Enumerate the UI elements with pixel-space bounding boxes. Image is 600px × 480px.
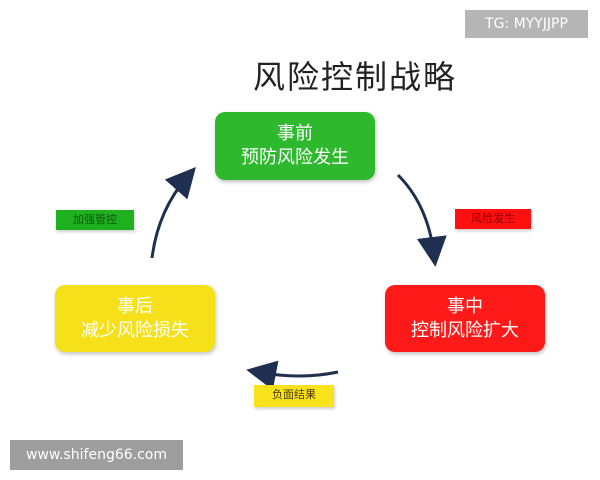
box-before-text: 预防风险发生 [241, 147, 349, 168]
diagram-title: 风险控制战略 [252, 58, 457, 96]
arrow-after-to-before [150, 166, 196, 259]
box-before: 事前 预防风险发生 [215, 112, 375, 180]
tag-strengthen-control: 加强管控 [56, 210, 134, 230]
watermark: www.shifeng66.com [10, 440, 183, 470]
box-during-text: 控制风险扩大 [411, 319, 519, 341]
tag-risk-occur: 风险发生 [455, 209, 531, 229]
arrow-during-to-after [246, 360, 339, 391]
box-during: 事中 控制风险扩大 [385, 285, 545, 352]
box-after-text: 减少风险损失 [81, 319, 189, 341]
box-after: 事后 减少风险损失 [55, 285, 215, 352]
box-after-title: 事后 [117, 295, 153, 317]
box-before-title: 事前 [277, 123, 313, 144]
box-during-title: 事中 [447, 295, 483, 317]
tag-negative-result: 负面结果 [254, 385, 334, 407]
tg-badge: TG: MYYJJPP [465, 10, 588, 38]
arrow-before-to-during [396, 173, 447, 267]
